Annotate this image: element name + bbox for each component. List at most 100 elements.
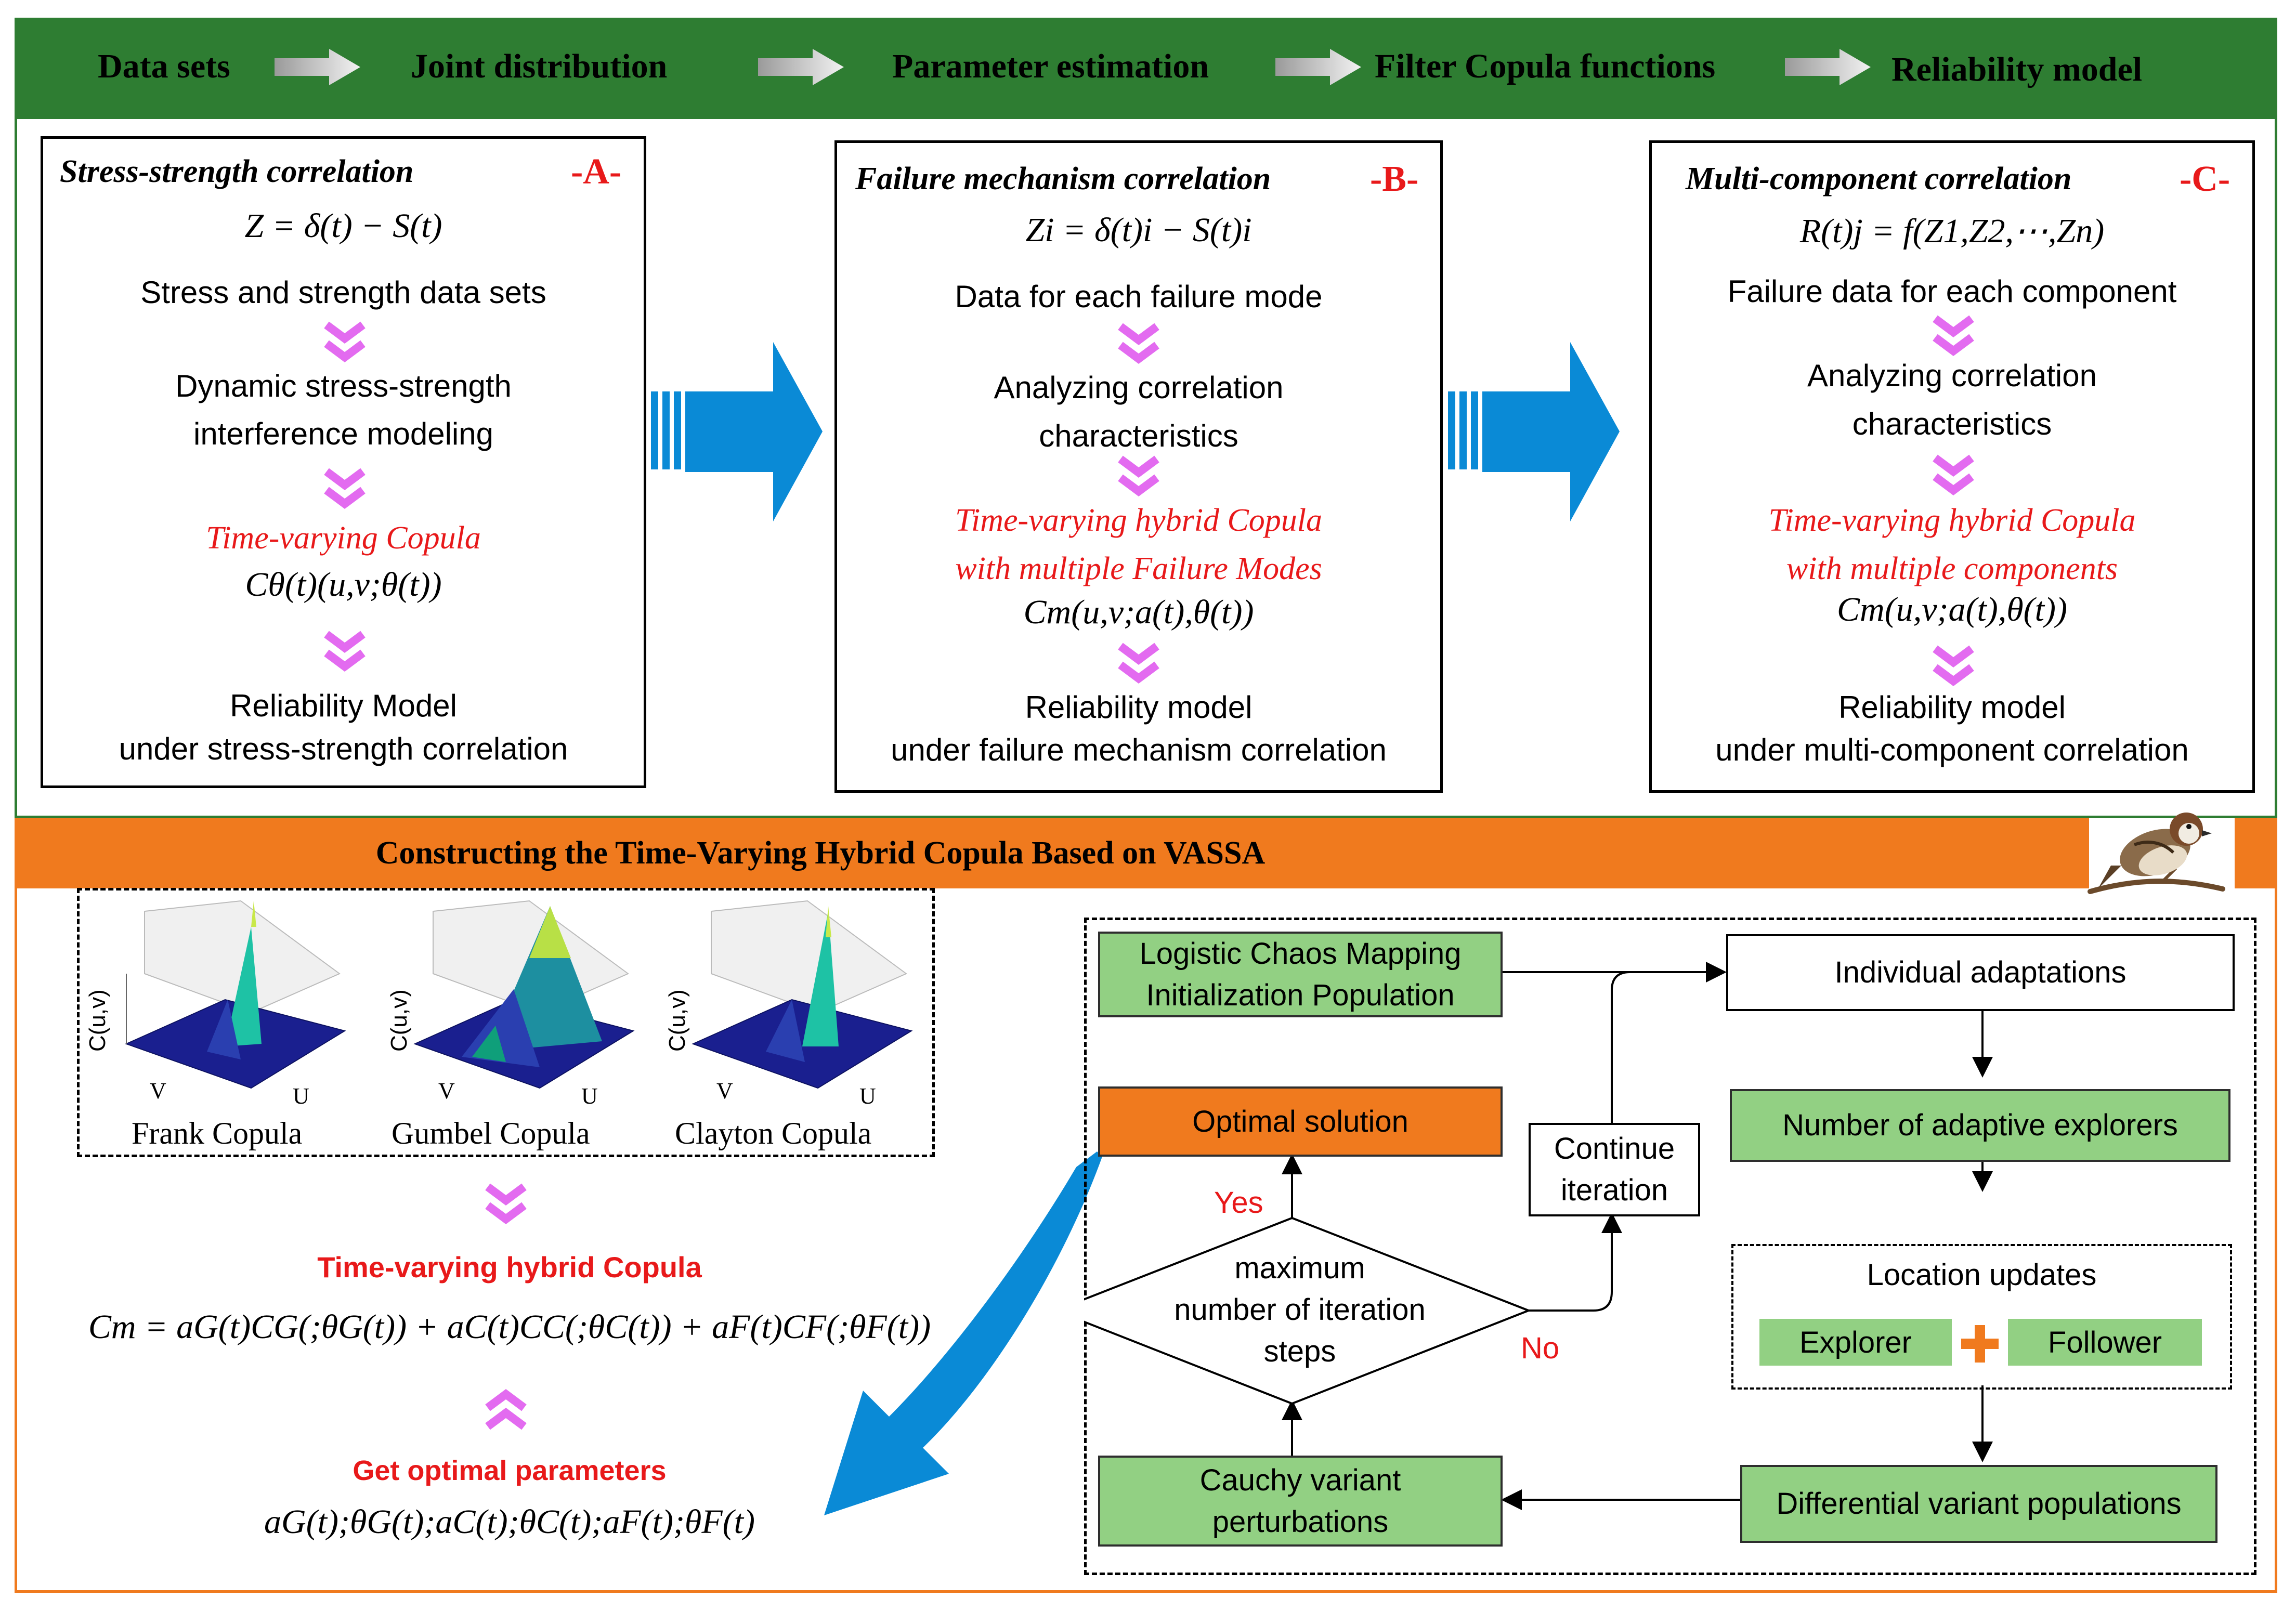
copula-name: Frank Copula <box>132 1116 303 1150</box>
axis-v-label: V <box>716 1078 733 1104</box>
decision-line: maximum <box>1234 1251 1365 1285</box>
panel-step-line: interference modeling <box>193 416 493 451</box>
panel-step-line: characteristics <box>1852 407 2052 441</box>
panel-result-line: under failure mechanism correlation <box>891 732 1387 767</box>
section-title: Constructing the Time-Varying Hybrid Cop… <box>375 835 1266 871</box>
chevron-down-icon <box>1933 645 1974 686</box>
step-joint-distribution: Joint distribution <box>411 47 668 85</box>
continue-iteration-box: Continue iteration <box>1529 1123 1700 1216</box>
optimal-solution-box: Optimal solution <box>1098 1086 1503 1157</box>
panel-data-text: Stress and strength data sets <box>140 275 546 310</box>
axis-u-label: U <box>293 1083 309 1109</box>
panel-result-line: Reliability Model <box>230 688 457 723</box>
step-parameter-estimation: Parameter estimation <box>892 47 1209 85</box>
panel-copula-type: Time-varying hybrid Copula <box>955 503 1323 538</box>
panel-step-line: Dynamic stress-strength <box>175 369 512 403</box>
panel-copula-formula: Cm(u,v;a(t),θ(t)) <box>1023 593 1254 631</box>
axis-v-label: V <box>150 1078 166 1104</box>
vassa-flowchart <box>1084 918 2256 1575</box>
panel-stress-strength: Stress-strength correlation -A- Z = δ(t)… <box>41 136 646 788</box>
chevron-down-icon <box>324 468 366 509</box>
vassa-banner: Constructing the Time-Varying Hybrid Cop… <box>15 818 2277 888</box>
panel-copula-type: with multiple components <box>1786 551 2118 586</box>
flow-connectors <box>1084 962 1993 1510</box>
panel-data-text: Failure data for each component <box>1727 274 2177 309</box>
step-arrow-icon <box>1275 49 1361 85</box>
panel-copula-formula: Cθ(t)(u,v;θ(t)) <box>245 566 442 604</box>
panel-multi-component: Multi-component correlation -C- R(t)j = … <box>1649 140 2255 793</box>
sparrow-icon <box>2088 813 2225 894</box>
panel-title: Multi-component correlation <box>1686 161 2072 197</box>
step-arrow-icon <box>275 49 360 85</box>
step-arrow-icon <box>1785 49 1871 85</box>
panel-copula-type: with multiple Failure Modes <box>955 551 1322 586</box>
step-filter-copula: Filter Copula functions <box>1375 47 1716 85</box>
decision-line: number of iteration <box>1174 1293 1426 1327</box>
panel-tag: -B- <box>1370 159 1419 199</box>
panel-tag: -C- <box>2180 159 2230 199</box>
logistic-init-box: Logistic Chaos Mapping Initialization Po… <box>1098 932 1503 1017</box>
optimal-params-formula: aG(t);θG(t);aC(t);θC(t);aF(t);θF(t) <box>264 1503 755 1541</box>
chevron-down-icon <box>485 1183 527 1224</box>
location-updates-label: Location updates <box>1867 1258 2097 1292</box>
cauchy-line: perturbations <box>1212 1504 1389 1539</box>
panel-data-text: Data for each failure mode <box>955 279 1323 314</box>
chevron-down-icon <box>1933 315 1974 356</box>
cauchy-perturbation-box: Cauchy variant perturbations <box>1098 1456 1503 1547</box>
panel-tag: -A- <box>571 152 622 192</box>
panel-copula-type: Time-varying Copula <box>206 520 481 556</box>
axis-z-label: C(u,v) <box>664 989 690 1052</box>
chevron-down-icon <box>1118 323 1159 364</box>
panel-copula-formula: Cm(u,v;a(t),θ(t)) <box>1837 591 2067 628</box>
panel-formula: Zi = δ(t)i − S(t)i <box>1025 211 1252 249</box>
axis-u-label: U <box>581 1083 598 1109</box>
copula-surfaces-box: C(u,v) V U Frank Copula C(u,v) V U Gumbe… <box>77 888 935 1157</box>
init-line: Logistic Chaos Mapping <box>1139 936 1462 971</box>
panel-result-line: Reliability model <box>1838 690 2066 725</box>
panel-formula: R(t)j = f(Z1,Z2,⋯,Zn) <box>1799 212 2105 250</box>
panel-result-line: Reliability model <box>1025 690 1253 725</box>
chevron-down-icon <box>1118 643 1159 684</box>
individual-adaptations-box: Individual adaptations <box>1726 934 2235 1011</box>
adaptive-explorers-box: Number of adaptive explorers <box>1730 1089 2230 1162</box>
no-label: No <box>1521 1331 1560 1365</box>
step-data-sets: Data sets <box>98 47 230 85</box>
panel-step-line: Analyzing correlation <box>994 370 1284 405</box>
panel-formula: Z = δ(t) − S(t) <box>244 207 442 245</box>
hybrid-copula-formula: Cm = aG(t)CG(;θG(t)) + aC(t)CC(;θC(t)) +… <box>88 1308 931 1346</box>
continue-line: Continue <box>1554 1132 1675 1165</box>
axis-u-label: U <box>859 1083 876 1109</box>
panel-result-line: under multi-component correlation <box>1715 732 2189 767</box>
location-updates-box: Location updates Explorer Follower <box>1731 1244 2232 1390</box>
panel-title: Failure mechanism correlation <box>855 161 1271 197</box>
decision-line: steps <box>1263 1334 1336 1368</box>
chevron-down-icon <box>1118 455 1159 496</box>
continue-line: iteration <box>1560 1173 1668 1207</box>
panel-result-line: under stress-strength correlation <box>119 731 568 766</box>
gumbel-copula-surface <box>413 900 635 1089</box>
process-banner: Data sets Joint distribution Parameter e… <box>15 18 2277 119</box>
optimal-params-title: Get optimal parameters <box>353 1455 667 1486</box>
bottom-section-frame <box>15 818 2277 1593</box>
explorer-box: Explorer <box>1759 1319 1952 1366</box>
plus-icon <box>1961 1325 1999 1363</box>
panel-step-line: Analyzing correlation <box>1807 358 2097 393</box>
follower-box: Follower <box>2008 1319 2202 1366</box>
panel-failure-mechanism: Failure mechanism correlation -B- Zi = δ… <box>834 140 1443 793</box>
panel-step-line: characteristics <box>1039 418 1238 453</box>
clayton-copula-surface <box>692 900 913 1089</box>
axis-v-label: V <box>438 1078 455 1104</box>
flow-arrow-icon <box>651 342 823 521</box>
cauchy-line: Cauchy variant <box>1199 1463 1401 1497</box>
axis-z-label: C(u,v) <box>85 989 110 1052</box>
copula-name: Clayton Copula <box>675 1116 872 1150</box>
step-reliability-model: Reliability model <box>1891 50 2143 88</box>
frank-copula-surface <box>95 896 366 1104</box>
hybrid-copula-title: Time-varying hybrid Copula <box>317 1251 702 1283</box>
step-arrow-icon <box>758 49 844 85</box>
chevron-down-icon <box>324 321 366 362</box>
panel-title: Stress-strength correlation <box>60 154 414 189</box>
flow-arrow-icon <box>1448 342 1620 521</box>
axis-z-label: C(u,v) <box>386 989 412 1052</box>
chevron-up-icon <box>485 1389 527 1430</box>
